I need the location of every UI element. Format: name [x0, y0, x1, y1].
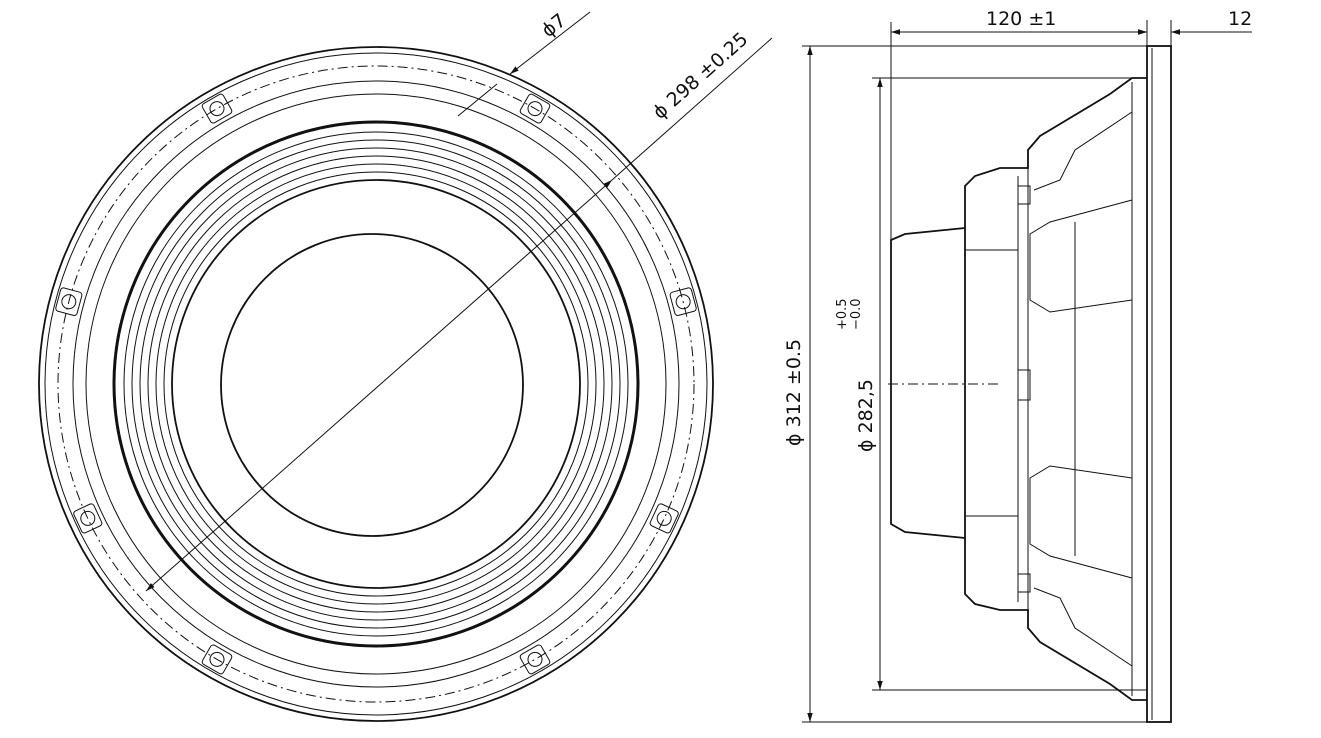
surround-ring-5 — [155, 163, 597, 605]
hole-dia-label: ϕ7 — [538, 9, 571, 42]
mounting-hole — [55, 287, 83, 316]
cutout-dia-label: ϕ 282,5 +0.5 −0.0 — [835, 298, 877, 452]
surround-outer — [112, 120, 640, 648]
bolt-circle-dimension-line — [145, 179, 613, 592]
svg-text:+0.5: +0.5 — [835, 298, 850, 330]
mounting-hole — [669, 287, 697, 316]
bolt-circle-centerline — [57, 65, 695, 703]
front-flange — [1146, 45, 1172, 723]
mounting-holes — [55, 93, 697, 675]
basket-spoke-bottom — [1029, 465, 1133, 579]
cone-edge — [171, 179, 581, 589]
svg-text:ϕ 298 ±0.25: ϕ 298 ±0.25 — [649, 28, 753, 124]
bolt-circle-label: ϕ 298 ±0.25 — [649, 28, 753, 124]
mounting-hole — [519, 644, 551, 675]
frame-edge — [72, 80, 680, 688]
surround-ring-6 — [163, 171, 589, 597]
side-view: ϕ 312 ±0.5 ϕ 282,5 +0.5 −0.0 120 ±1 12 — [783, 8, 1252, 723]
flange-label: 12 — [1228, 8, 1252, 30]
hole-leader-lower — [457, 83, 498, 117]
surround-ring-3 — [139, 147, 613, 621]
basket-spoke-top — [1029, 199, 1133, 313]
mounting-hole — [201, 93, 233, 124]
dust-cap — [220, 233, 524, 537]
surround-ring-2 — [131, 139, 621, 629]
outer-rim — [38, 46, 714, 722]
frame-inner — [85, 93, 667, 675]
mounting-hole — [201, 644, 233, 675]
hole-leader-upper — [509, 11, 591, 75]
mounting-hole — [73, 503, 103, 534]
surround-ring-1 — [123, 131, 629, 637]
svg-text:−0.0: −0.0 — [849, 298, 864, 330]
svg-text:ϕ 312 ±0.5: ϕ 312 ±0.5 — [783, 339, 805, 446]
outer-dia-label: ϕ 312 ±0.5 — [783, 339, 805, 446]
front-view: ϕ 298 ±0.25 ϕ7 — [38, 9, 773, 722]
magnet-outline — [890, 227, 966, 539]
basket-outline — [964, 77, 1147, 701]
bolt-circle-leader — [611, 37, 773, 181]
mounting-hole — [649, 503, 679, 534]
surround-ring-4 — [147, 155, 605, 613]
rim-inner-edge — [44, 52, 708, 716]
svg-text:ϕ7: ϕ7 — [538, 9, 571, 42]
svg-text:ϕ 282,5: ϕ 282,5 — [855, 379, 877, 452]
mounting-hole — [519, 93, 551, 124]
depth-label: 120 ±1 — [986, 8, 1056, 30]
